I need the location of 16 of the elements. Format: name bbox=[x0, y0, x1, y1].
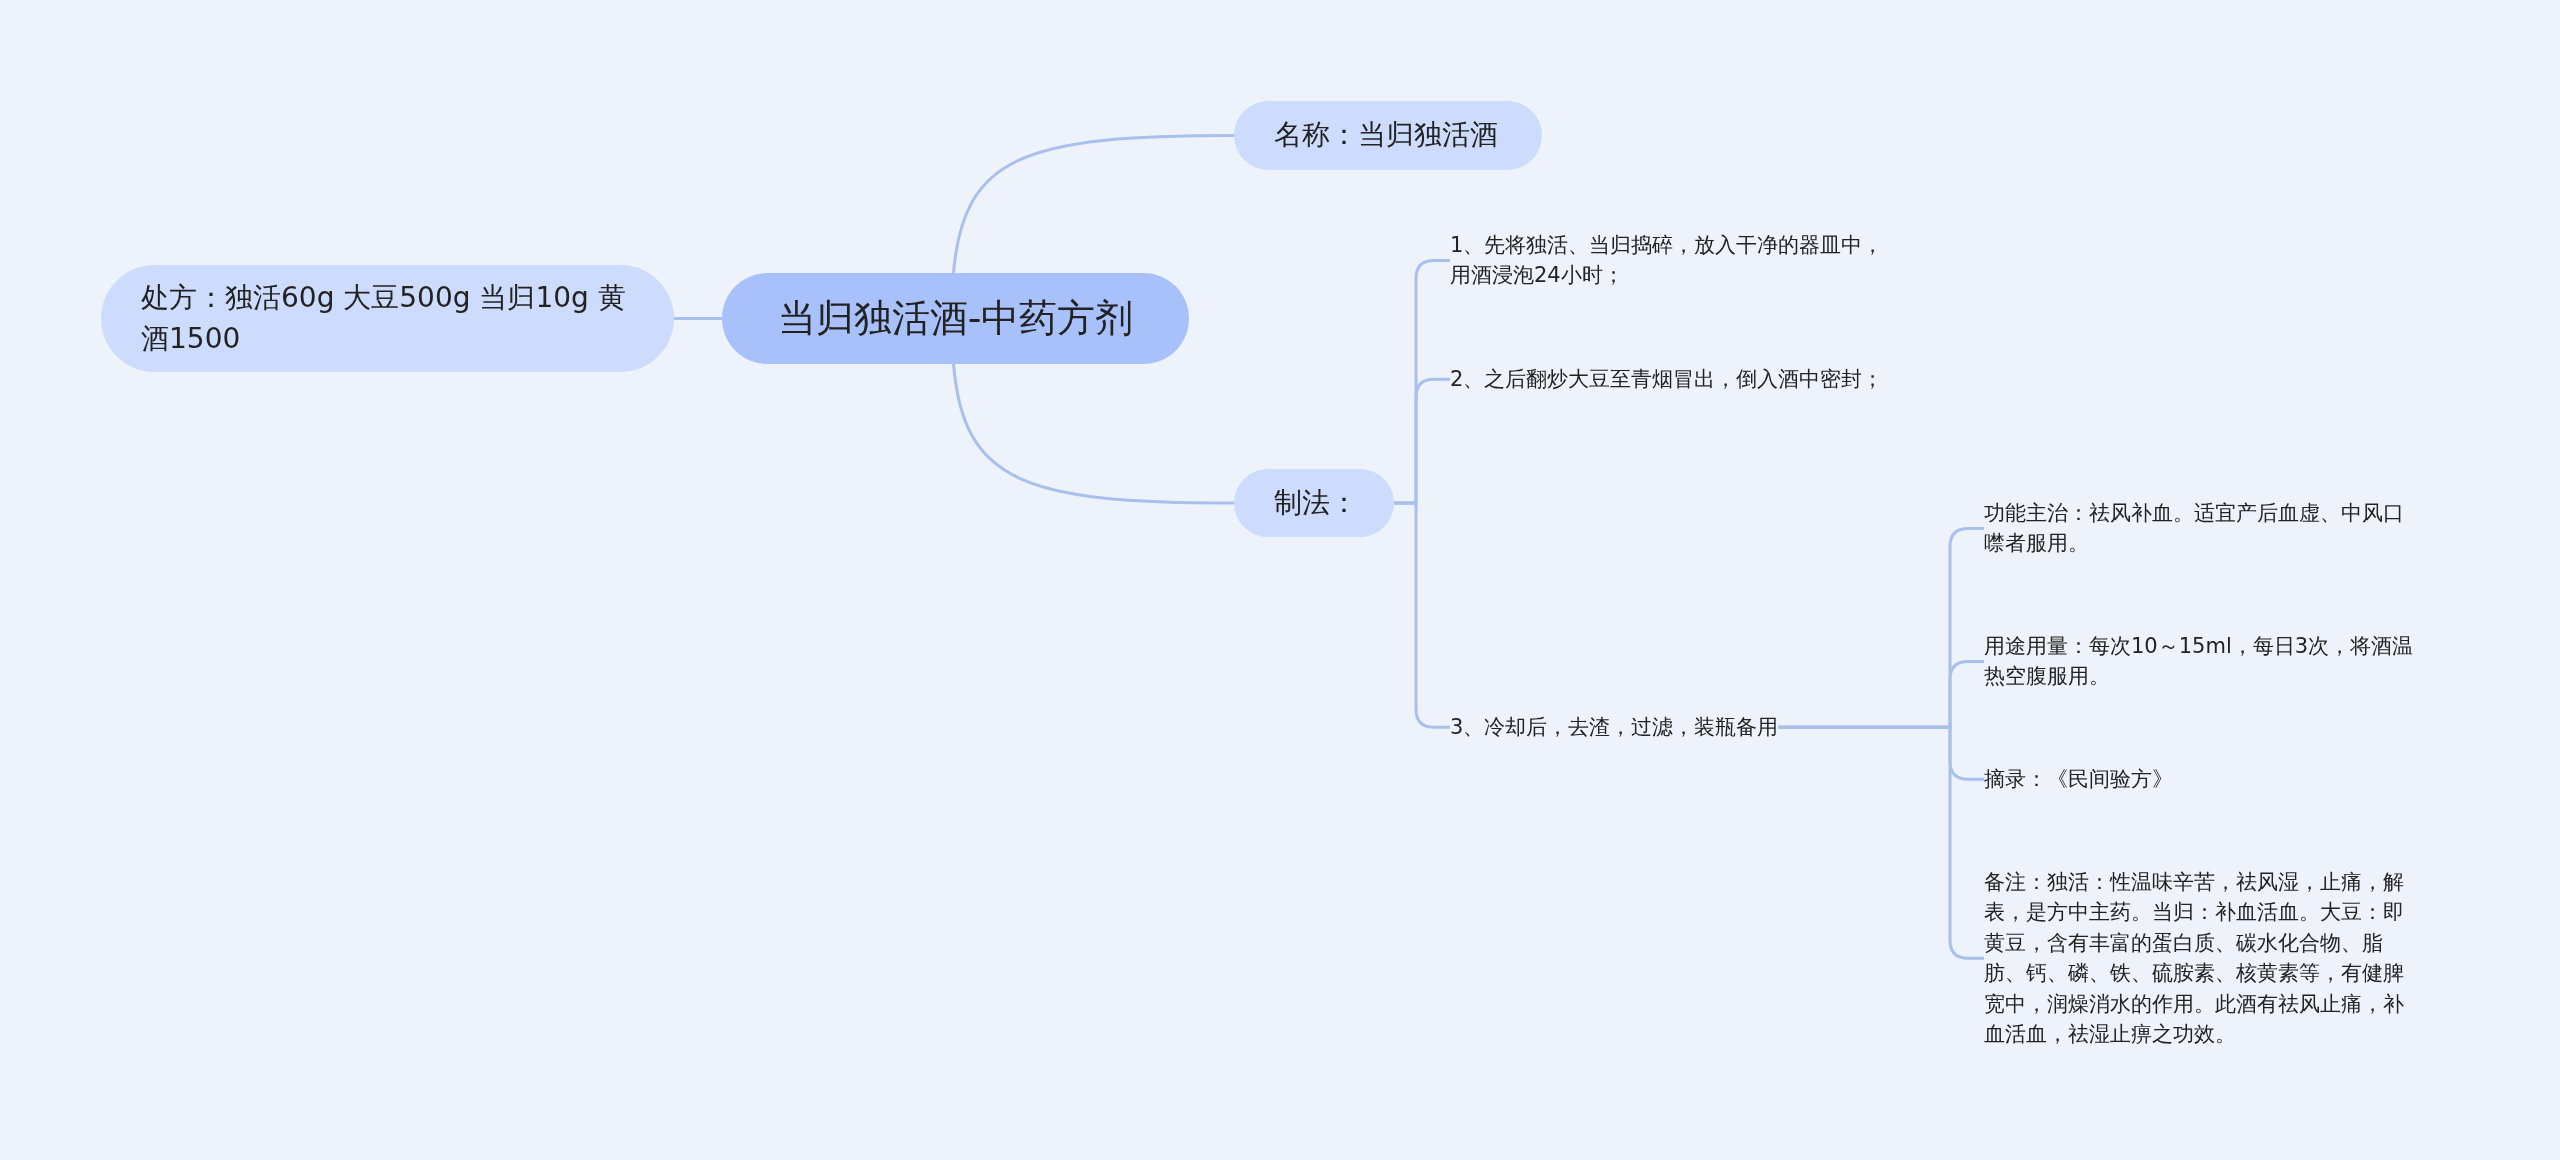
topic-text: 功能主治：祛风补血。适宜产后血虚、中风口噤者服用。 bbox=[1984, 500, 2405, 558]
connector-line bbox=[952, 134, 1234, 274]
topic-label: 制法： bbox=[1274, 484, 1358, 521]
topic-label: 名称：当归独活酒 bbox=[1274, 117, 1498, 154]
connector-line bbox=[952, 363, 1234, 505]
topic-text: 用途用量：每次10～15ml，每日3次，将酒温热空腹服用。 bbox=[1984, 633, 2415, 691]
topic-text: 2、之后翻炒大豆至青烟冒出，倒入酒中密封； bbox=[1450, 366, 1884, 393]
topic-text: 摘录：《民间验方》 bbox=[1984, 766, 2173, 793]
topic-text: 备注：独活：性温味辛苦，祛风湿，止痛，解表，是方中主药。当归：补血活血。大豆：即黄豆，含有丰富的蛋白质、碳水化合物、脂肪、钙、磷、铁、硫胺素、核黄素等，有健脾宽中，润燥消水的作用。此酒有祛风止痛，补血活血，祛湿止痹之功效。 bbox=[1984, 869, 2405, 1049]
topic-label: 处方：独活60g 大豆500g 当归10g 黄酒1500 bbox=[141, 279, 627, 357]
topic-text: 3、冷却后，去渣，过滤，装瓶备用 bbox=[1450, 714, 1779, 741]
connector-line bbox=[1394, 501, 1450, 729]
topic-text: 1、先将独活、当归捣碎，放入干净的器皿中，用酒浸泡24小时； bbox=[1450, 232, 1885, 290]
topic-label: 当归独活酒-中药方剂 bbox=[777, 294, 1134, 342]
connector-line bbox=[1778, 725, 1984, 960]
connector-line bbox=[674, 317, 722, 320]
